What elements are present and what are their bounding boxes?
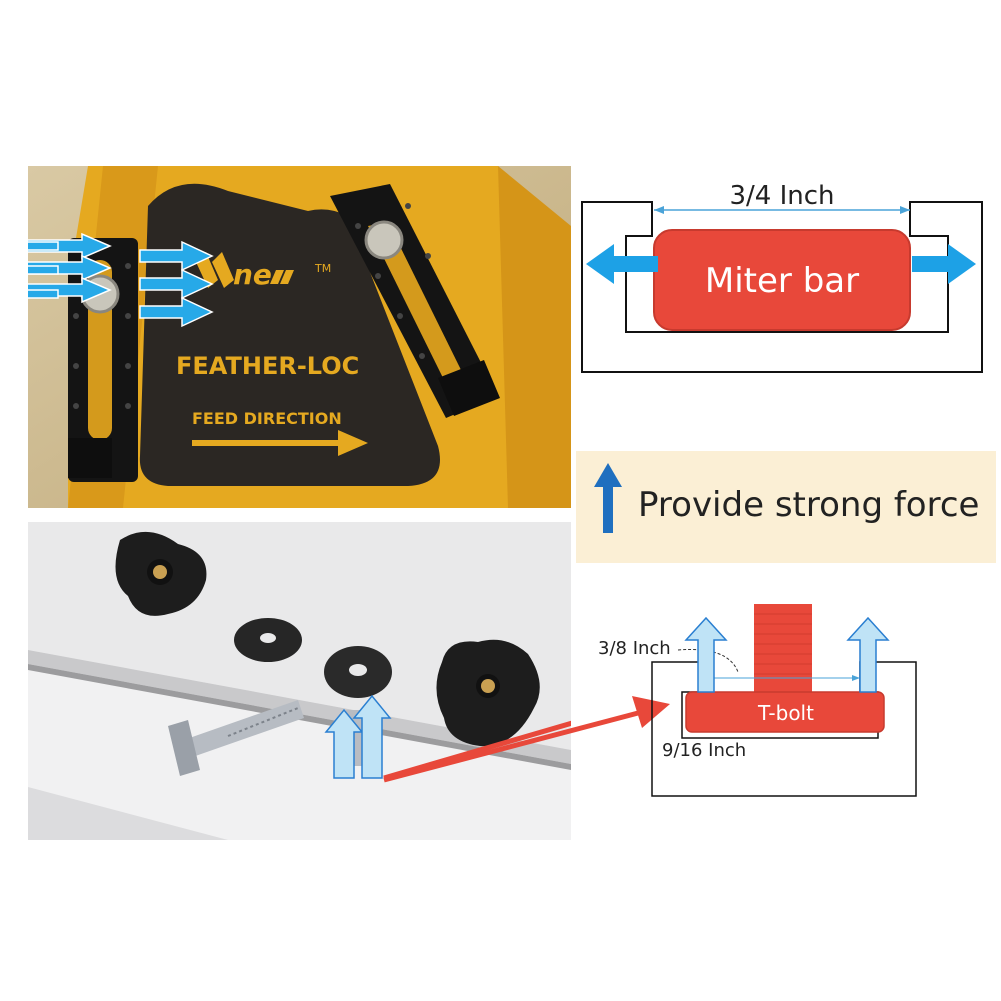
force-banner-text: Provide strong force [638, 485, 980, 525]
t-bolt-label: T-bolt [757, 701, 814, 725]
hardware-illustration [28, 522, 571, 840]
featherloc-illustration: ne TM FEATHER-LOC FEED DIRECTION [28, 166, 571, 508]
top-dimension-label: 3/8 Inch [598, 638, 671, 659]
featherloc-photo: ne TM FEATHER-LOC FEED DIRECTION [28, 166, 571, 508]
upward-force-arrows-photo [324, 694, 392, 779]
feed-direction-label: FEED DIRECTION [192, 409, 342, 428]
bottom-dimension-label: 9/16 Inch [662, 740, 746, 761]
right-force-arrow [912, 244, 976, 284]
brand-logo: ne TM [196, 252, 331, 291]
t-bolt-shank [754, 604, 812, 696]
pointer-arrow-overlay [383, 696, 670, 783]
hardware-photo [28, 522, 571, 840]
miter-bar-label: Miter bar [705, 261, 859, 301]
star-knob [115, 531, 207, 616]
product-name: FEATHER-LOC [176, 352, 359, 380]
dimension-leader [677, 648, 739, 673]
miter-slot-outline [581, 201, 983, 373]
t-bolt-diagram: T-bolt 3/8 Inch 9/16 Inch [578, 600, 998, 810]
force-banner: Provide strong force [576, 451, 996, 563]
left-force-arrow [586, 244, 658, 284]
miter-bar-diagram: Miter bar 3/4 Inch [578, 166, 998, 381]
t-bolt-head [685, 691, 885, 733]
width-dimension-label: 3/4 Inch [729, 181, 834, 211]
track-surface [28, 650, 571, 840]
miter-bar-figure: Miter bar 3/4 Inch [581, 181, 983, 373]
right-clamp [330, 184, 500, 418]
washer [234, 618, 302, 662]
pointer-arrow [383, 720, 571, 781]
upward-force-arrows [684, 616, 890, 693]
t-bolt-photo [168, 700, 304, 776]
brand-text: ne [233, 258, 272, 291]
t-bolt-figure: T-bolt 3/8 Inch 9/16 Inch [598, 604, 917, 797]
washer [324, 646, 392, 698]
feed-direction-arrow [192, 430, 368, 456]
push-arrows-left [28, 241, 59, 299]
up-arrow-icon [594, 463, 622, 533]
trademark-text: TM [314, 262, 331, 275]
star-knob [436, 639, 540, 747]
miter-bar [653, 229, 911, 331]
expansion-arrows-right [139, 240, 214, 328]
